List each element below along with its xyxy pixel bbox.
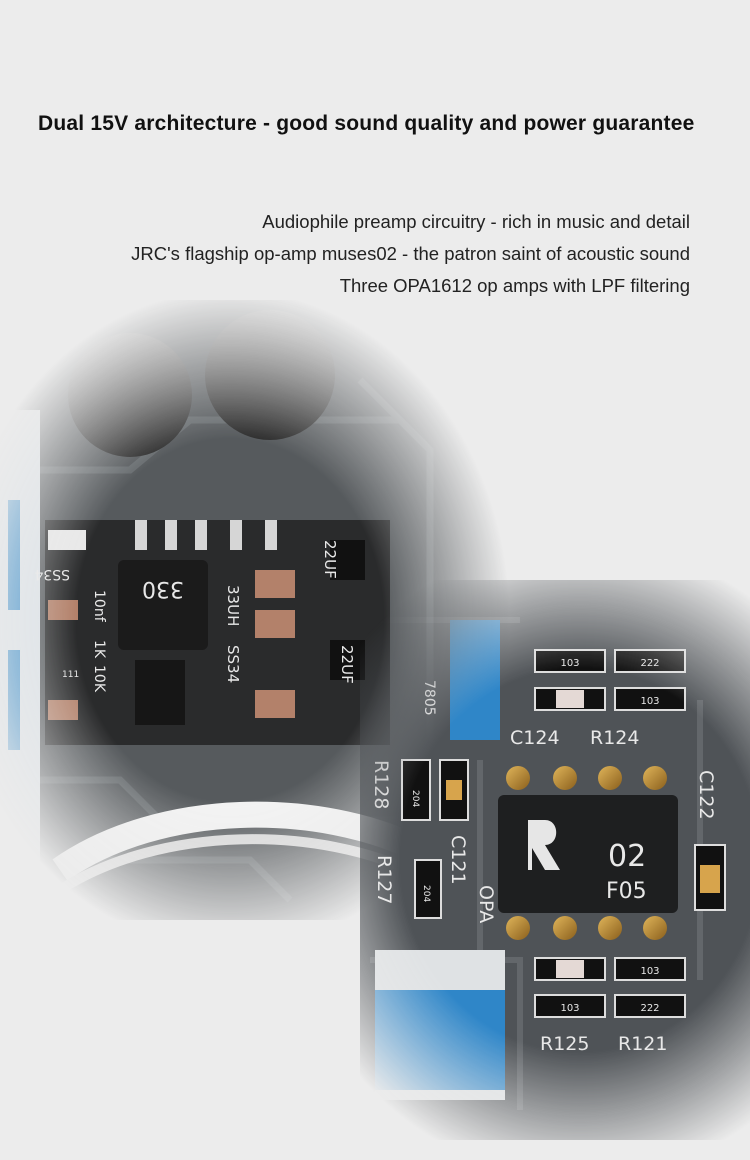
label-r127: R127 [373, 855, 395, 904]
inductor-chip [118, 560, 208, 650]
feature-list: Audiophile preamp circuitry - rich in mu… [131, 206, 690, 302]
label-ss34-mid: SS34 [224, 645, 242, 683]
feature-item: Three OPA1612 op amps with LPF filtering [339, 275, 690, 296]
label-r121: R121 [618, 1033, 667, 1055]
label-c121: C121 [447, 835, 469, 885]
label-c124: C124 [510, 727, 560, 749]
label-222-b: 222 [640, 1003, 659, 1014]
label-222-a: 222 [640, 658, 659, 669]
label-103-a: 103 [560, 658, 579, 669]
label-204-b: 204 [421, 885, 431, 902]
label-c122: C122 [695, 770, 717, 820]
label-103-b: 103 [640, 696, 659, 707]
capacitor-right [205, 310, 335, 440]
label-ss34-left: SS34 [34, 566, 70, 582]
label-7805: 7805 [421, 680, 437, 716]
feature-item: Audiophile preamp circuitry - rich in mu… [262, 211, 690, 232]
chip-model-text: 02 [608, 839, 646, 874]
label-103-d: 103 [560, 1003, 579, 1014]
inductor-code: 330 [142, 576, 184, 601]
resistor-bank-top: 103 222 103 [534, 649, 686, 711]
muses02-opamp-chip: 02 F05 [498, 766, 678, 940]
headline: Dual 15V architecture - good sound quali… [38, 112, 695, 135]
feature-item: JRC's flagship op-amp muses02 - the patr… [131, 243, 690, 264]
chip-code-text: F05 [606, 879, 647, 904]
label-111: 111 [62, 670, 79, 680]
label-r124: R124 [590, 727, 639, 749]
resistor-bank-bottom: 103 103 222 [534, 957, 686, 1018]
label-1k: 1K [91, 640, 107, 659]
right-board-region: 7805 103 222 103 C124 R124 C122 R128 R12… [360, 580, 750, 1140]
label-33uh: 33UH [224, 585, 242, 626]
label-204-a: 204 [410, 790, 420, 807]
label-opa: OPA [475, 885, 497, 923]
jrc-logo [528, 820, 560, 870]
label-r128: R128 [370, 760, 392, 809]
label-10nf: 10nf [91, 590, 107, 623]
label-22uf-mid: 22UF [338, 645, 356, 684]
label-22uf-top: 22UF [321, 540, 339, 579]
dcdc-module: 330 SS34 22UF 33UH SS34 22UF 10nf 1K 10K… [34, 520, 390, 745]
label-10k: 10K [91, 665, 107, 693]
label-r125: R125 [540, 1033, 589, 1055]
capacitor-left [68, 333, 192, 457]
label-103-c: 103 [640, 966, 659, 977]
